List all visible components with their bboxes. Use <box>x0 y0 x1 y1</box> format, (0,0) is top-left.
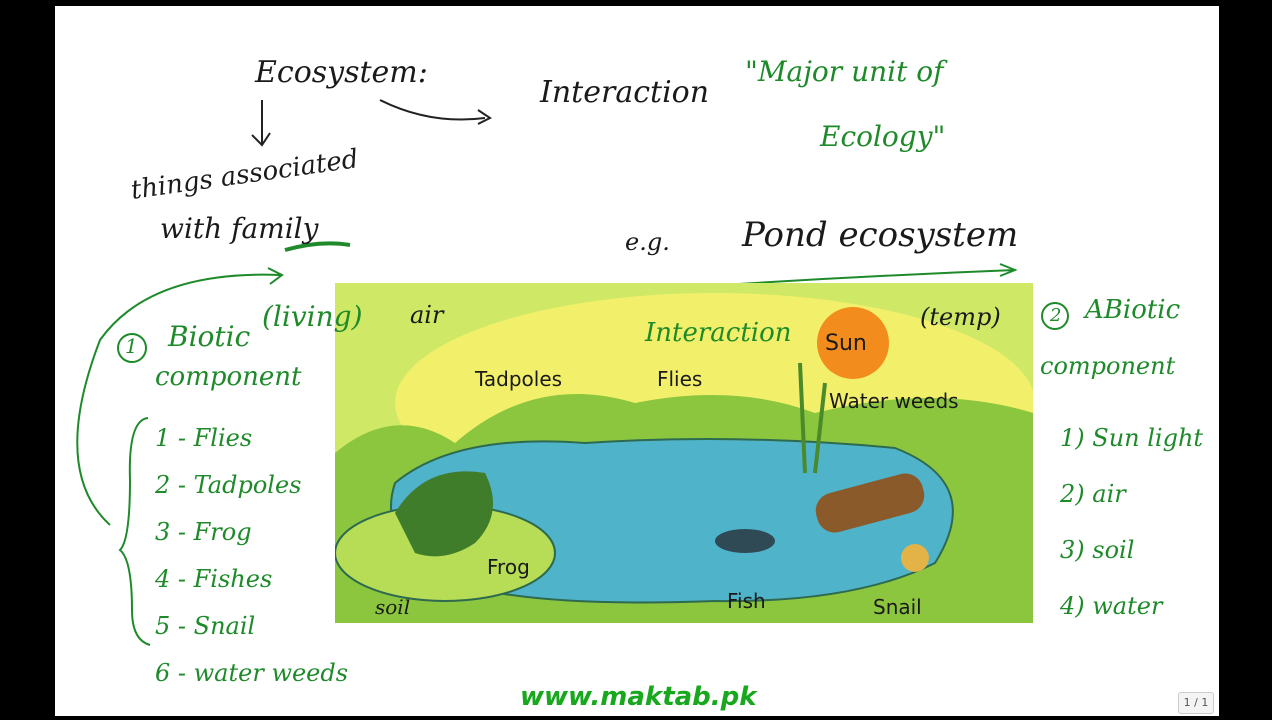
down-arrow-icon <box>251 100 271 147</box>
note-major-unit: "Major unit of <box>745 55 944 88</box>
label-frog: Frog <box>487 555 530 579</box>
log-shape <box>815 473 925 533</box>
note-temp: (temp) <box>920 303 1001 331</box>
note-component: component <box>155 362 302 392</box>
brace <box>118 417 151 646</box>
note-with-family: with family <box>160 212 319 245</box>
label-tadpoles: Tadpoles <box>475 367 563 391</box>
right-arrow-icon <box>379 99 492 125</box>
abiotic-item: 2) air <box>1060 480 1126 508</box>
biotic-list: 1 - Flies 2 - Tadpoles 3 - Frog 4 - Fish… <box>155 415 348 697</box>
biotic-item: 3 - Frog <box>155 518 252 546</box>
note-example: e.g. <box>625 228 670 256</box>
snail-shape <box>901 544 929 572</box>
note-ecology: Ecology" <box>820 120 946 153</box>
note-interaction: Interaction <box>540 75 710 110</box>
frog-shape <box>395 471 493 557</box>
pond-ecosystem-diagram: Sun Tadpoles Flies Water weeds Frog Fish… <box>335 283 1033 623</box>
note-ecosystem: Ecosystem: <box>255 55 428 90</box>
label-sun: Sun <box>825 331 867 356</box>
biotic-item: 5 - Snail <box>155 612 256 640</box>
biotic-item: 1 - Flies <box>155 424 253 452</box>
label-snail: Snail <box>873 595 922 619</box>
note-pond-ecosystem: Pond ecosystem <box>742 215 1019 255</box>
biotic-item: 2 - Tadpoles <box>155 471 302 499</box>
watermark: www.maktab.pk <box>520 682 757 712</box>
abiotic-number: 2 <box>1050 305 1062 326</box>
page-indicator: 1 / 1 <box>1178 692 1214 714</box>
label-fish: Fish <box>727 589 766 613</box>
abiotic-list: 1) Sun light 2) air 3) soil 4) water <box>1060 410 1203 634</box>
abiotic-item: 1) Sun light <box>1060 424 1204 452</box>
note-air: air <box>410 301 444 329</box>
abiotic-item: 3) soil <box>1060 536 1135 564</box>
water-weeds-shape <box>798 362 827 474</box>
note-living: (living) <box>262 300 363 333</box>
biotic-number: 1 <box>125 334 138 358</box>
abiotic-item: 4) water <box>1060 592 1163 620</box>
label-water-weeds: Water weeds <box>829 389 959 413</box>
biotic-item: 4 - Fishes <box>155 565 273 593</box>
circle-2 <box>1041 302 1069 330</box>
circle-1 <box>117 333 147 363</box>
biotic-item: 6 - water weeds <box>155 659 349 687</box>
note-interaction-2: Interaction <box>645 318 792 348</box>
note-biotic: Biotic <box>168 320 251 353</box>
curved-arrow-icon <box>76 267 284 526</box>
label-flies: Flies <box>657 367 703 391</box>
note-abiotic: ABiotic <box>1085 295 1181 325</box>
note-abiotic-component: component <box>1040 352 1176 380</box>
underline <box>284 241 351 252</box>
note-soil: soil <box>375 595 411 619</box>
pond-illustration <box>335 293 1033 623</box>
sun-shape <box>817 307 889 379</box>
fish-shape <box>715 529 775 553</box>
